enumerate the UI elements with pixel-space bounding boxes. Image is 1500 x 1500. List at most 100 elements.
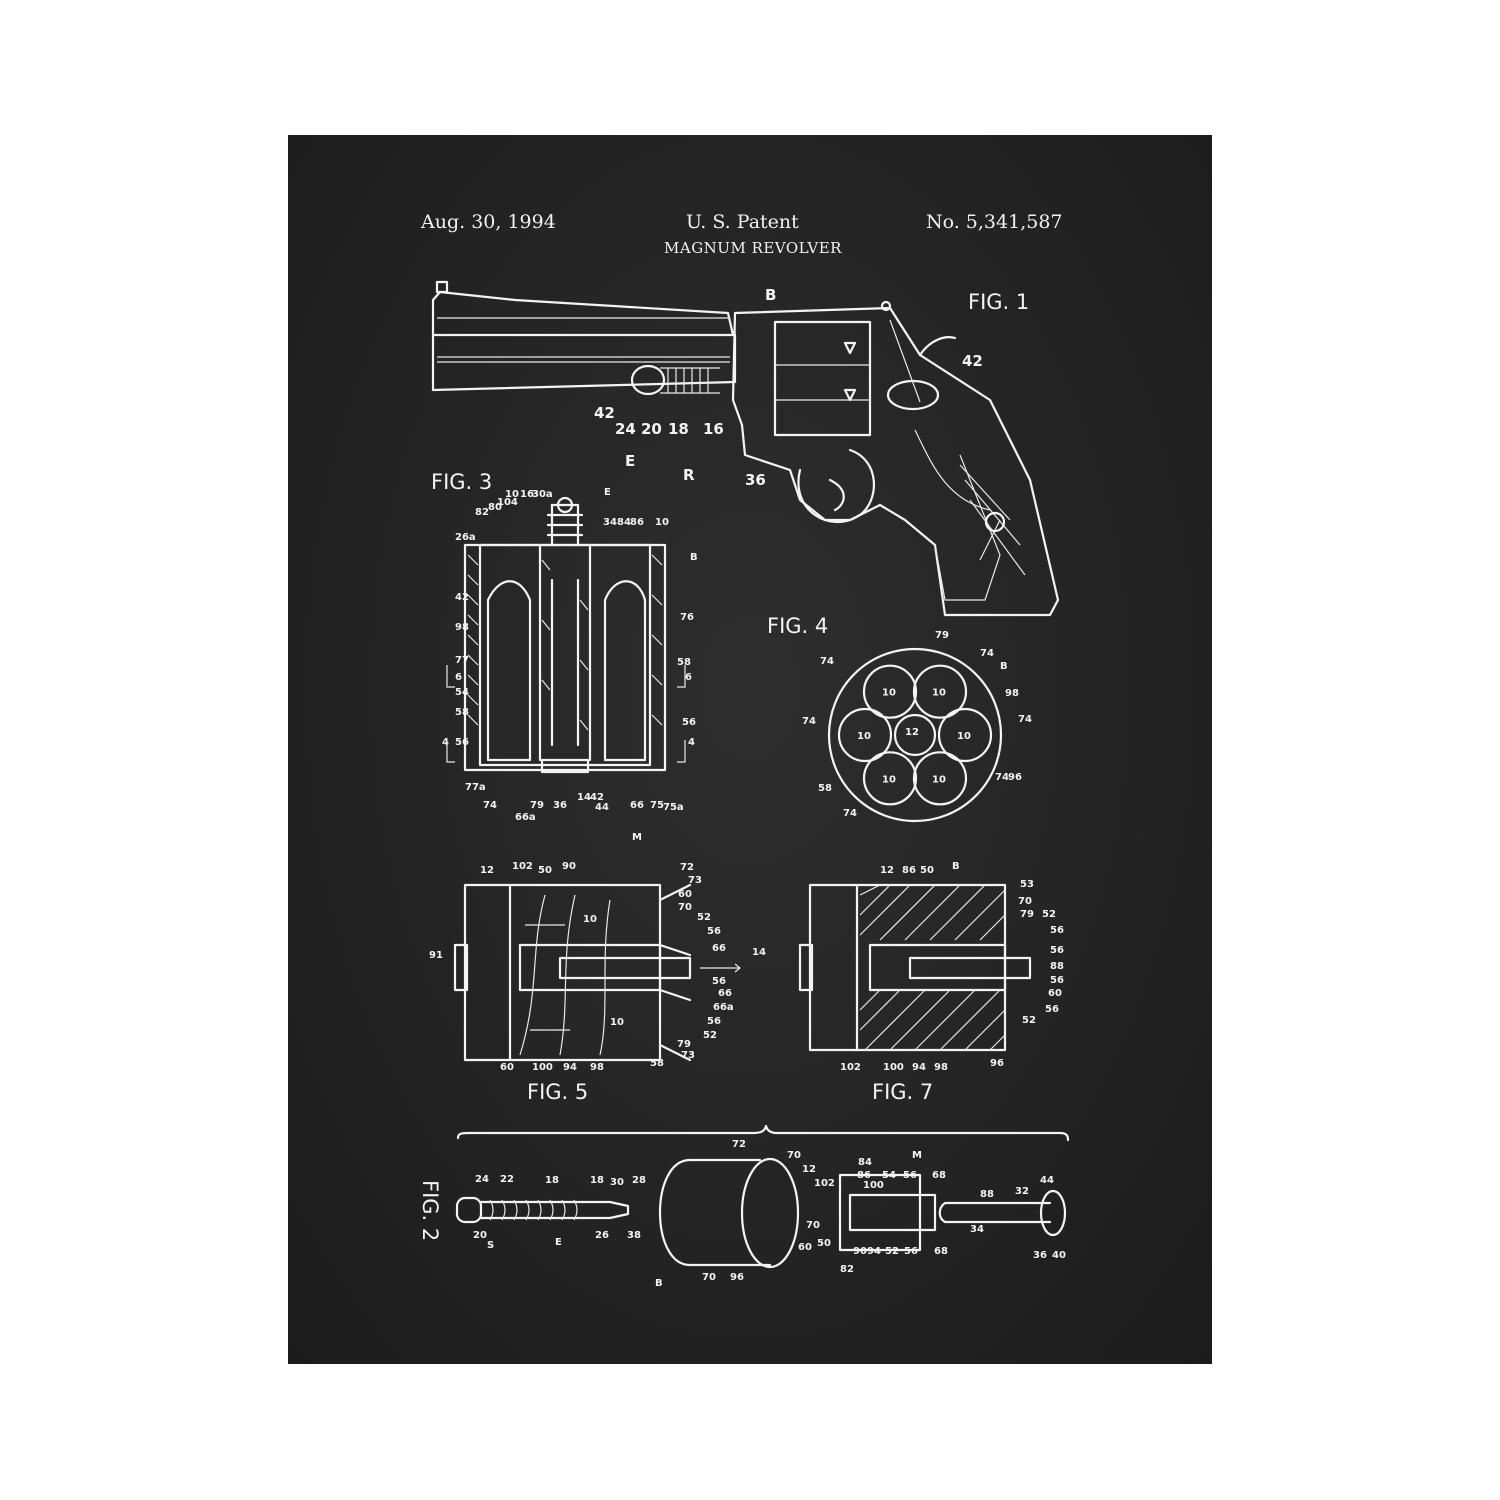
fig2-callout-label: 28 [632, 1175, 646, 1186]
fig2-callout-label: 86 [857, 1170, 871, 1181]
fig5-callout-label: 94 [563, 1062, 577, 1073]
fig5-callout-label: 100 [532, 1062, 553, 1073]
fig3-callout-label: 36 [553, 800, 567, 811]
fig2-callout-label: 50 [817, 1238, 831, 1249]
fig2-callout-label: 90 [853, 1246, 867, 1257]
fig2-callout-label: 70 [806, 1220, 820, 1231]
fig2-callout-label: 44 [1040, 1175, 1054, 1186]
fig5-section-drawing [453, 883, 741, 1062]
fig2-callout-label: 54 [882, 1170, 896, 1181]
fig4-chamber-label: 10 [932, 688, 946, 699]
fig7-callout-label: 53 [1020, 879, 1034, 890]
fig3-callout-label: E [604, 487, 611, 498]
fig5-callout-label: 72 [680, 862, 694, 873]
fig2-callout-label: B [655, 1278, 663, 1289]
fig4-callout-label: 74 [995, 772, 1009, 783]
fig7-section-drawing [798, 883, 1032, 1052]
fig1-callout-label: 18 [668, 420, 689, 438]
fig3-label: FIG. 3 [431, 470, 492, 494]
fig3-callout-label: 58 [677, 657, 691, 668]
fig1-callout-label: 16 [703, 420, 724, 438]
fig5-callout-label: 60 [678, 889, 692, 900]
fig2-callout-label: 30 [610, 1177, 624, 1188]
fig2-callout-label: 18 [545, 1175, 559, 1186]
fig3-callout-label: 84 [617, 517, 631, 528]
fig7-callout-label: 79 [1020, 909, 1034, 920]
fig3-callout-label: 79 [530, 800, 544, 811]
fig3-callout-label: 54 [455, 687, 469, 698]
fig7-callout-label: 56 [1050, 925, 1064, 936]
fig3-callout-label: 75 [650, 800, 664, 811]
fig2-callout-label: 36 [1033, 1250, 1047, 1261]
fig4-callout-label: B [1000, 661, 1008, 672]
fig4-callout-label: 96 [1008, 772, 1022, 783]
fig3-callout-label: 16 [520, 489, 534, 500]
fig5-callout-label: 102 [512, 861, 533, 872]
fig3-callout-label: 10 [655, 517, 669, 528]
fig4-callout-label: 74 [1018, 714, 1032, 725]
fig2-callout-label: 72 [732, 1139, 746, 1150]
fig3-callout-label: 4 [442, 737, 449, 748]
fig3-callout-label: 104 [497, 497, 518, 508]
fig5-callout-label: 91 [429, 950, 443, 961]
fig3-callout-label: 82 [475, 507, 489, 518]
fig3-callout-label: 6 [685, 672, 692, 683]
fig2-callout-label: 82 [840, 1264, 854, 1275]
fig4-label: FIG. 4 [767, 614, 828, 638]
fig5-callout-label: 56 [707, 926, 721, 937]
fig1-revolver-drawing [431, 280, 1060, 617]
fig4-chamber-label: 10 [882, 688, 896, 699]
fig7-callout-label: 96 [990, 1058, 1004, 1069]
fig3-callout-label: B [690, 552, 698, 563]
fig1-callout-label: E [625, 452, 635, 470]
fig3-callout-label: 80 [488, 502, 502, 513]
fig2-exploded-drawing [455, 1124, 1070, 1269]
fig2-callout-label: 70 [787, 1150, 801, 1161]
fig3-callout-label: 74 [483, 800, 497, 811]
fig7-callout-label: 94 [912, 1062, 926, 1073]
fig3-callout-label: 75a [663, 802, 684, 813]
fig3-callout-label: 6 [455, 672, 462, 683]
fig2-callout-label: M [912, 1150, 922, 1161]
fig7-callout-label: 102 [840, 1062, 861, 1073]
fig5-callout-label: 66 [718, 988, 732, 999]
fig5-callout-label: 50 [538, 865, 552, 876]
fig2-callout-label: 18 [590, 1175, 604, 1186]
fig4-chamber-label: 10 [957, 731, 971, 742]
fig3-callout-label: 76 [680, 612, 694, 623]
fig5-callout-label: 58 [650, 1058, 664, 1069]
fig2-callout-label: 88 [980, 1189, 994, 1200]
fig5-callout-label: 70 [678, 902, 692, 913]
fig5-callout-label: 66a [713, 1002, 734, 1013]
fig2-callout-label: 94 [867, 1246, 881, 1257]
fig7-callout-label: 86 [902, 865, 916, 876]
fig2-callout-label: 40 [1052, 1250, 1066, 1261]
fig2-callout-label: 68 [934, 1246, 948, 1257]
fig5-callout-label: 66 [712, 943, 726, 954]
fig4-chamber-label: 10 [932, 774, 946, 785]
patent-number: No. 5,341,587 [926, 211, 1063, 233]
fig2-callout-label: 68 [932, 1170, 946, 1181]
fig1-callout-label: B [765, 286, 776, 304]
fig4-chamber [862, 664, 918, 719]
fig4-callout-label: 98 [1005, 688, 1019, 699]
fig1-callout-label: 42 [594, 404, 615, 422]
fig1-callout-label: 36 [745, 471, 766, 489]
fig4-callout-label: 79 [935, 630, 949, 641]
fig4-chamber [912, 751, 968, 806]
fig5-chamber-label: 10 [610, 1017, 624, 1028]
fig3-callout-label: M [632, 832, 642, 843]
fig4-callout-label: 74 [802, 716, 816, 727]
fig3-callout-label: 34 [603, 517, 617, 528]
fig3-callout-label: 77 [455, 655, 469, 666]
fig7-callout-label: 56 [1045, 1004, 1059, 1015]
fig2-callout-label: 56 [903, 1170, 917, 1181]
fig7-callout-label: 52 [1042, 909, 1056, 920]
fig3-callout-label: 10 [505, 489, 519, 500]
fig1-callout-label: 42 [962, 352, 983, 370]
patent-date: Aug. 30, 1994 [421, 211, 556, 233]
fig3-callout-label: 98 [455, 622, 469, 633]
fig4-callout-label: 58 [818, 783, 832, 794]
fig4-callout-label: 74 [980, 648, 994, 659]
